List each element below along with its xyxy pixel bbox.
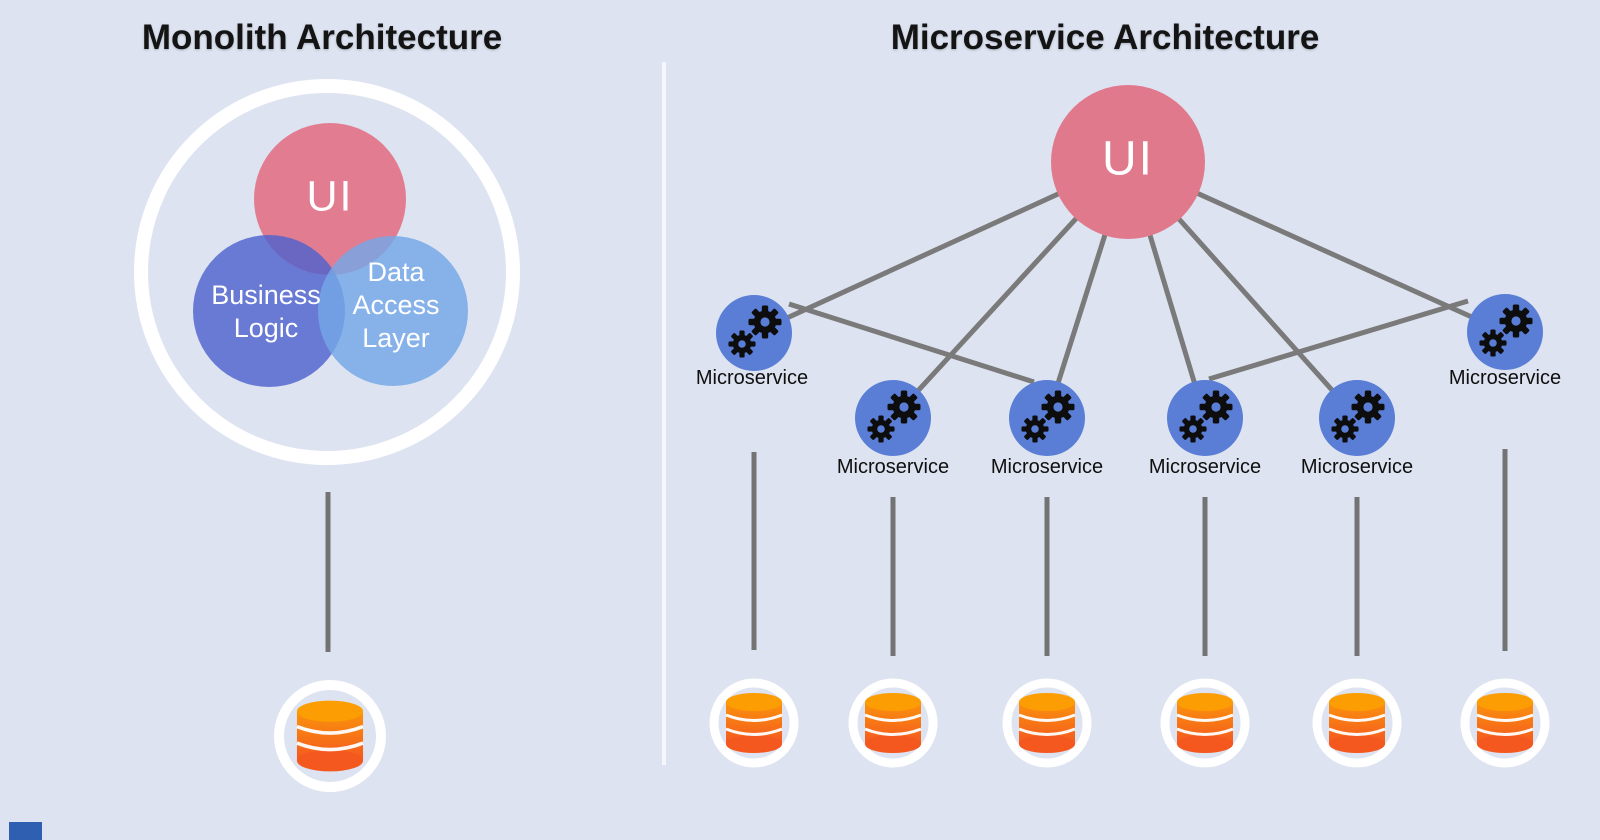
microservice-label: Microservice bbox=[695, 367, 809, 389]
microservice-node bbox=[1167, 380, 1243, 456]
microservice-label: Microservice bbox=[990, 456, 1104, 478]
business-logic-label: Business Logic bbox=[211, 280, 321, 343]
monolith-section bbox=[134, 79, 520, 792]
database-icon bbox=[1007, 683, 1087, 763]
ui-circle-label: UI bbox=[1102, 132, 1154, 186]
connector-line bbox=[788, 301, 1035, 385]
microservice-title: Microservice Architecture bbox=[890, 18, 1320, 57]
microservice-label: Microservice bbox=[1300, 456, 1414, 478]
microservice-section bbox=[662, 62, 1545, 765]
monolith-venn bbox=[193, 123, 468, 387]
database-icon bbox=[1465, 683, 1545, 763]
section-divider bbox=[662, 62, 666, 765]
database-icon bbox=[274, 680, 386, 792]
microservice-node bbox=[1009, 380, 1085, 456]
microservice-node bbox=[1467, 294, 1543, 370]
database-icon bbox=[1165, 683, 1245, 763]
corner-accent-square bbox=[9, 822, 42, 840]
microservice-label: Microservice bbox=[1148, 456, 1262, 478]
microservice-node bbox=[1319, 380, 1395, 456]
connector-line bbox=[1208, 298, 1469, 382]
microservice-nodes bbox=[716, 294, 1543, 456]
database-row bbox=[714, 683, 1545, 763]
db-connector-lines bbox=[751, 449, 1508, 656]
database-icon bbox=[853, 683, 933, 763]
microservice-label: Microservice bbox=[836, 456, 950, 478]
monolith-boundary-ring bbox=[134, 79, 520, 465]
data-access-circle bbox=[318, 236, 468, 386]
microservice-node bbox=[855, 380, 931, 456]
data-access-label: Data Access Layer bbox=[352, 257, 440, 353]
microservice-label: Microservice bbox=[1448, 367, 1562, 389]
microservice-node bbox=[716, 295, 792, 371]
ui-circle bbox=[254, 123, 406, 275]
ui-circle-label: UI bbox=[306, 172, 354, 221]
ui-circle bbox=[1051, 85, 1205, 239]
monolith-title: Monolith Architecture bbox=[141, 18, 503, 57]
database-icon bbox=[1317, 683, 1397, 763]
business-logic-circle bbox=[193, 235, 345, 387]
database-icon bbox=[714, 683, 794, 763]
